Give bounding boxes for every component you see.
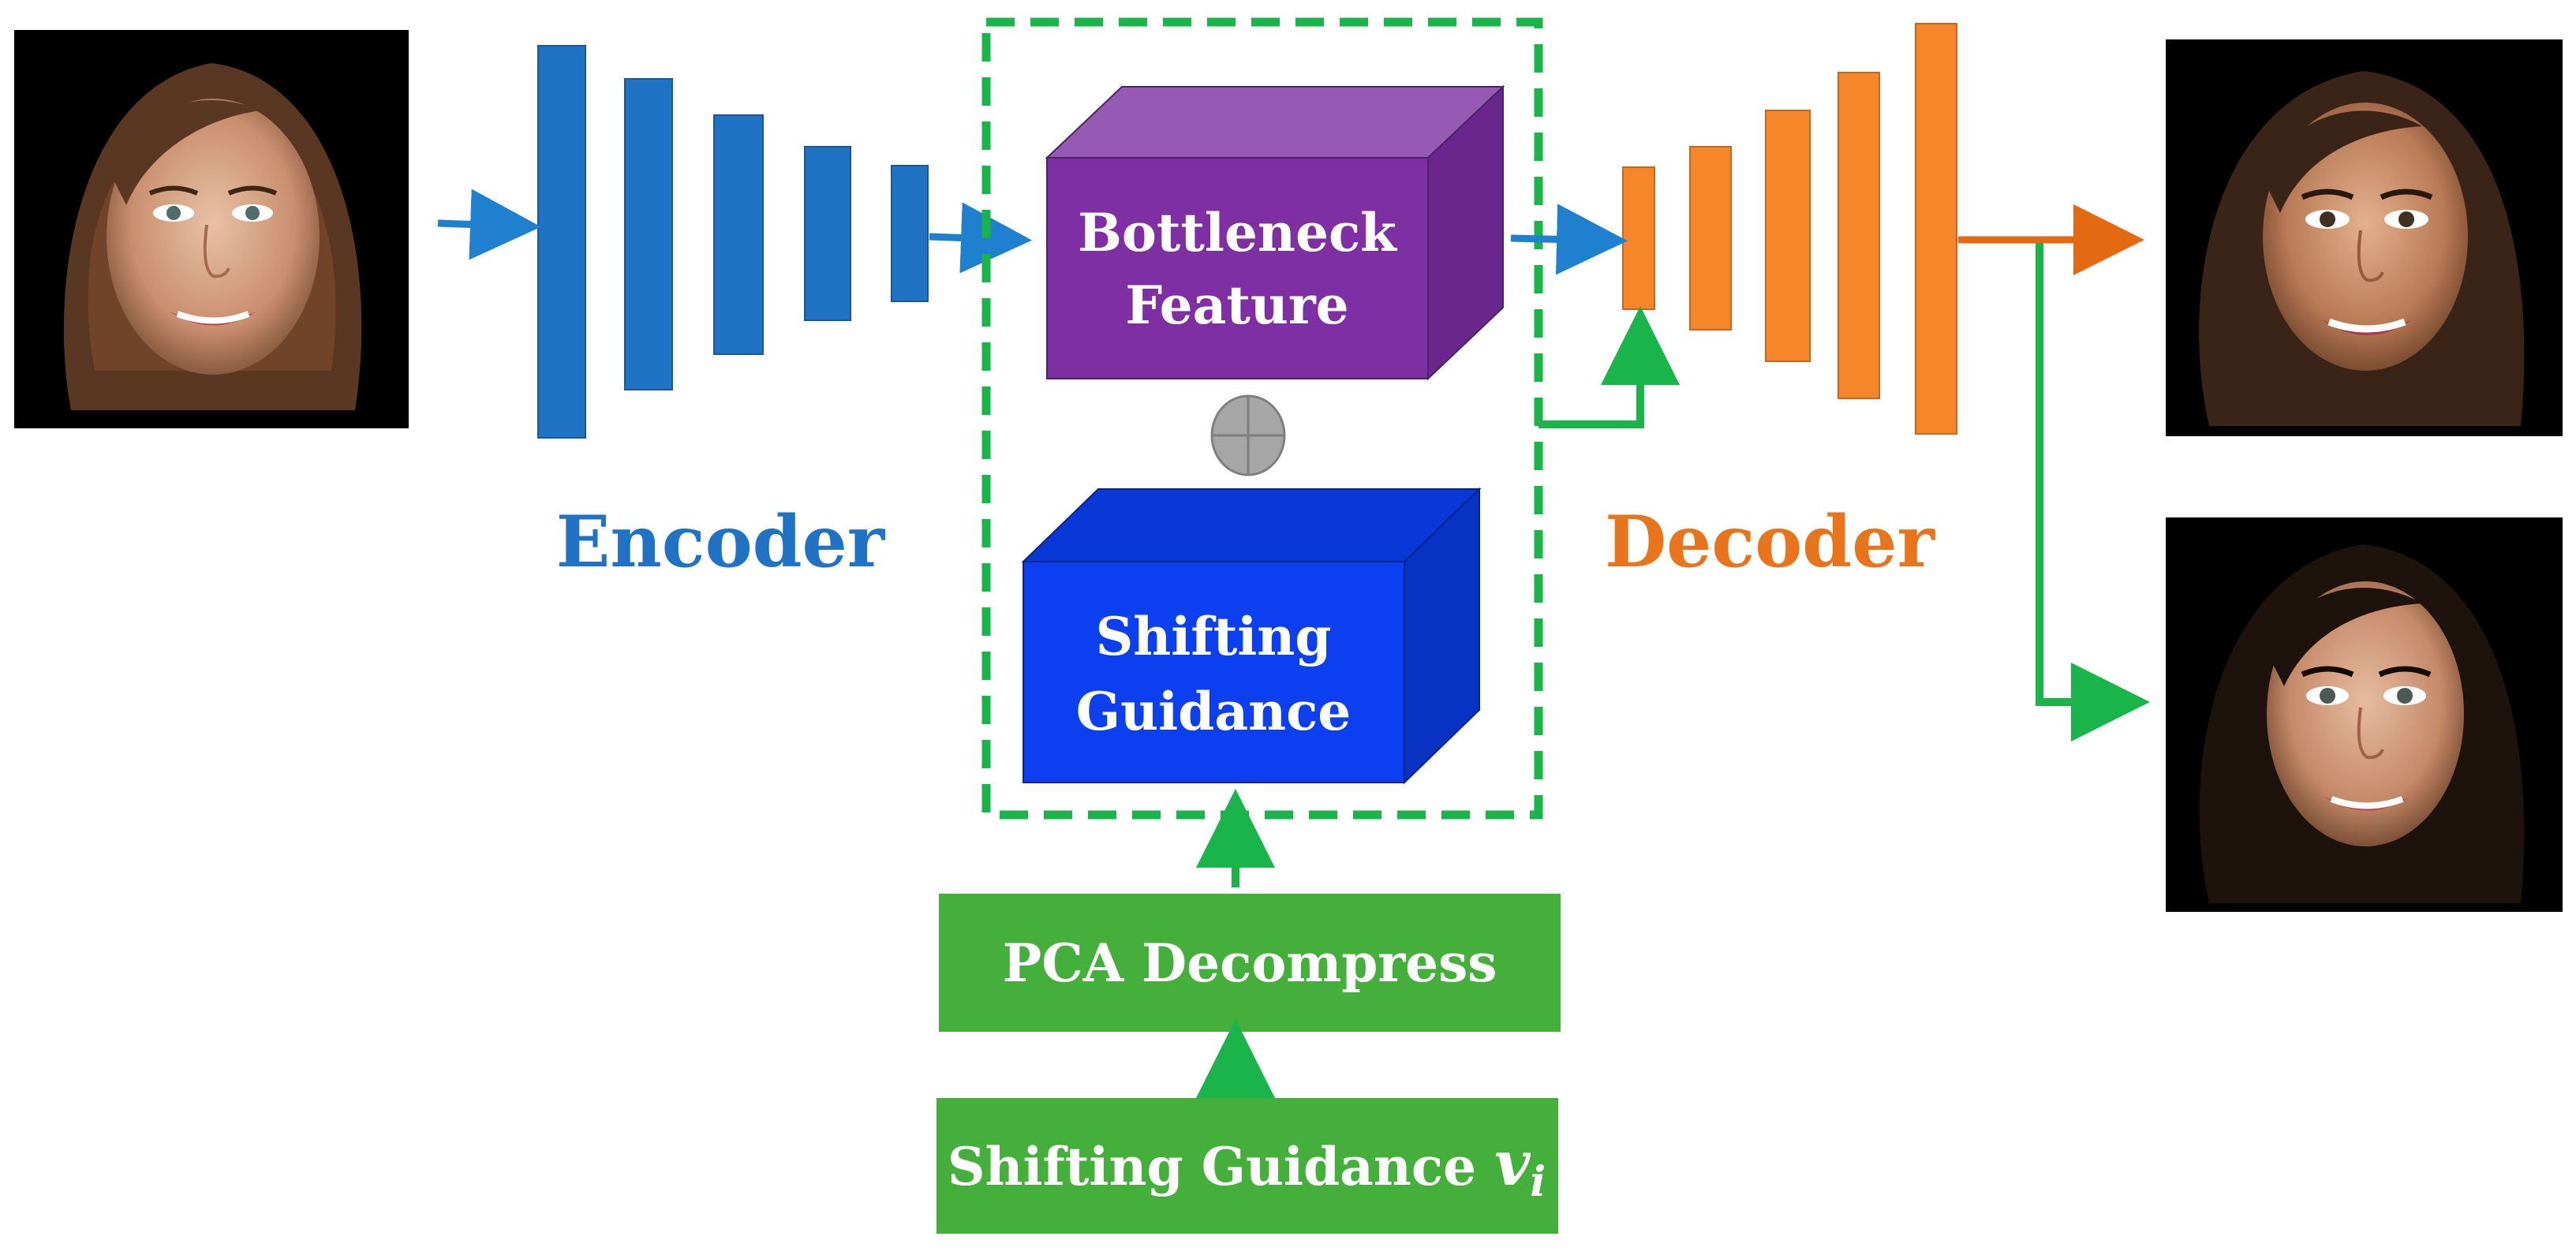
encoder-to-bottleneck-arrow (929, 202, 1032, 274)
decoder-layer-4 (1838, 72, 1880, 399)
decoder-block (1622, 23, 1957, 435)
shifting-label-line2: Guidance (1076, 681, 1352, 742)
shift-to-decoder-arrow (1538, 306, 1680, 428)
decoder-label: Decoder (1605, 500, 1935, 584)
decoder-layer-1 (1622, 166, 1655, 310)
encoder-layer-1 (537, 45, 586, 439)
circled-plus-icon (1210, 394, 1286, 476)
encoder-layer-3 (713, 114, 764, 355)
output-face-photo-shifted (2166, 517, 2563, 912)
input-to-encoder-arrow (437, 189, 541, 260)
shifting-label-line1: Shifting (1096, 606, 1332, 667)
bottleneck-label-line1: Bottleneck (1078, 202, 1397, 263)
encoder-layer-5 (891, 165, 929, 302)
shifting-guidance-vector-text: Shifting Guidance (948, 1136, 1494, 1197)
guidance-symbol: v (1494, 1128, 1531, 1200)
pca-decompress-box (939, 894, 1561, 1032)
latent-shift-dashed-box (981, 17, 1543, 820)
encoder-layer-4 (804, 146, 851, 321)
encoder-block (537, 45, 929, 439)
input-face-photo (14, 30, 409, 428)
bottleneck-to-decoder-arrow (1510, 204, 1628, 275)
shifting-guidance-vector-box (937, 1098, 1558, 1234)
shifting-guidance-block: Shifting Guidance (1021, 487, 1482, 785)
shifted-output-arrow (2036, 243, 2150, 741)
decoder-layer-2 (1689, 146, 1732, 331)
encoder-label: Encoder (556, 500, 886, 584)
bottleneck-feature-block: Bottleneck Feature (1045, 84, 1505, 381)
guidance-subscript: i (1530, 1158, 1546, 1206)
decoder-layer-3 (1765, 110, 1811, 362)
output-face-photo-reconstructed (2166, 39, 2563, 436)
encoder-layer-2 (624, 78, 673, 390)
shifting-guidance-vector-label: Shifting Guidance vi (948, 1128, 1546, 1206)
decoder-layer-5 (1915, 23, 1957, 435)
pca-decompress-label: PCA Decompress (1003, 932, 1497, 994)
bottleneck-label-line2: Feature (1125, 275, 1348, 336)
